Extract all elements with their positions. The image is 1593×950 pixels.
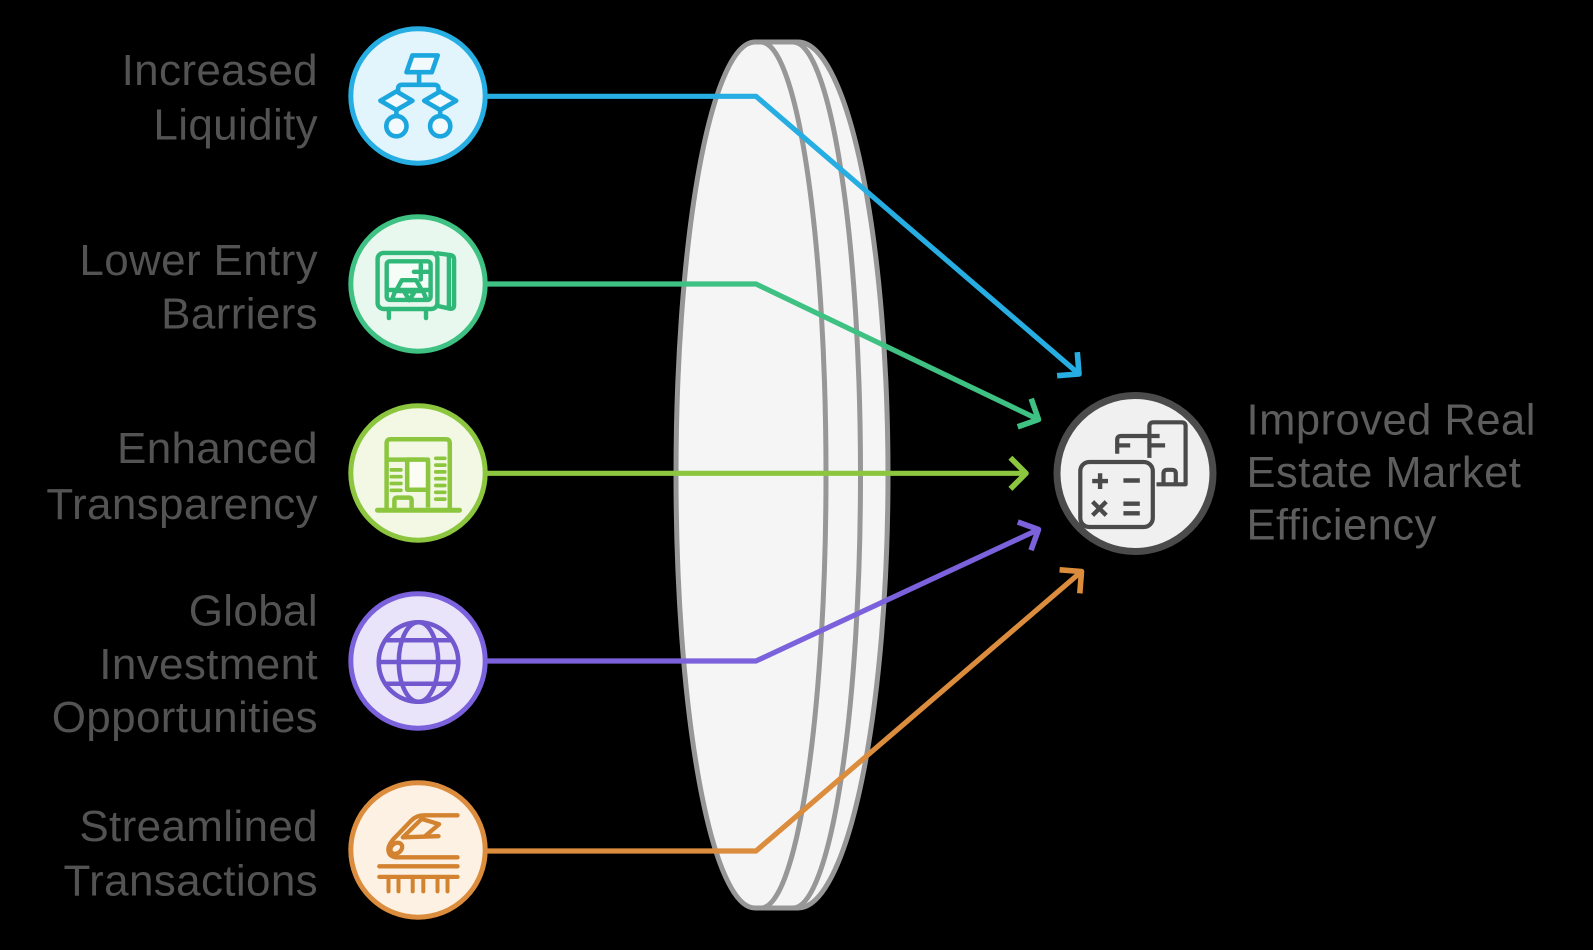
svg-text:Investment: Investment <box>99 640 318 689</box>
svg-text:Estate Market: Estate Market <box>1247 449 1522 497</box>
svg-text:Improved Real: Improved Real <box>1247 397 1536 445</box>
svg-text:Increased: Increased <box>122 46 318 95</box>
svg-text:Efficiency: Efficiency <box>1247 502 1437 550</box>
svg-text:Streamlined: Streamlined <box>79 802 318 851</box>
svg-text:Barriers: Barriers <box>161 290 318 339</box>
svg-text:Lower Entry: Lower Entry <box>79 236 318 285</box>
svg-text:Liquidity: Liquidity <box>153 101 318 150</box>
svg-text:Opportunities: Opportunities <box>52 693 318 742</box>
svg-text:Enhanced: Enhanced <box>117 424 318 473</box>
svg-text:Transparency: Transparency <box>46 480 318 529</box>
svg-text:Global: Global <box>189 587 318 636</box>
svg-text:Transactions: Transactions <box>64 857 318 906</box>
